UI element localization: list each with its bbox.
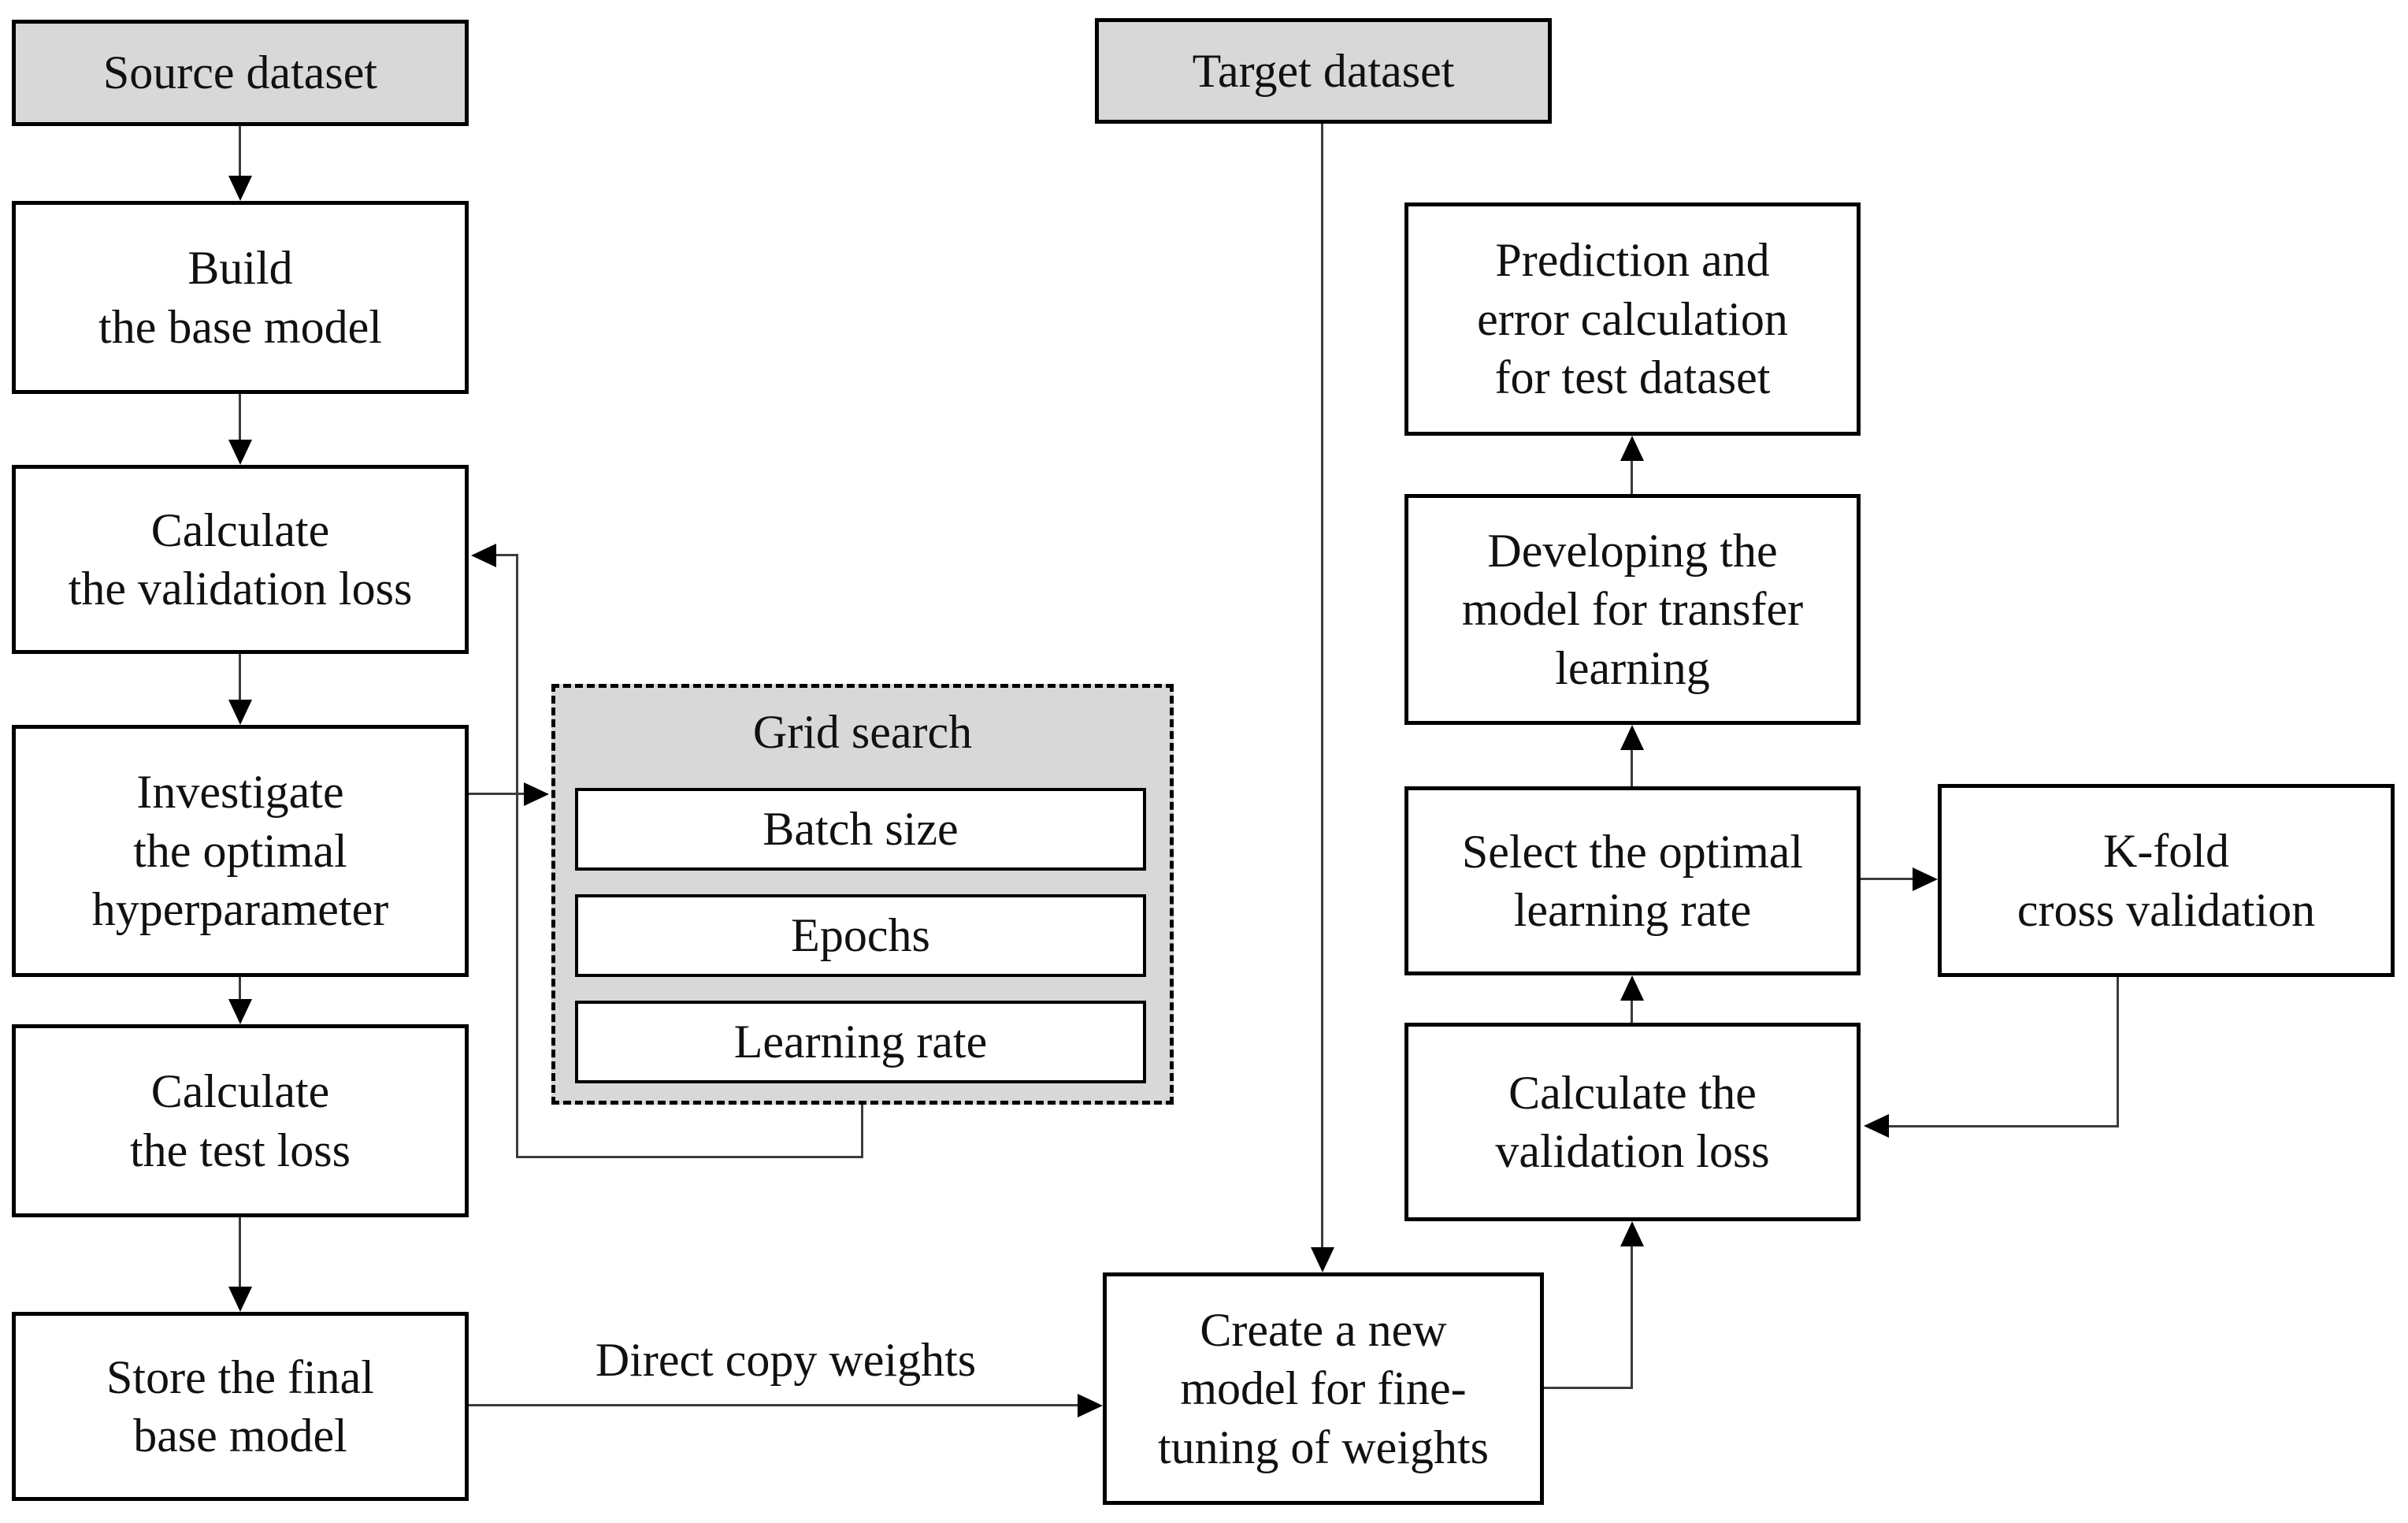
edge-gridsearch-feedback-entry-line <box>495 554 518 556</box>
edge-calctest-to-store-arrowhead <box>228 1287 252 1312</box>
edge-create-to-calcval2-arrowhead <box>1620 1221 1644 1246</box>
edge-select-to-developing-arrowhead <box>1620 725 1644 750</box>
edge-label-direct-copy-weights: Direct copy weights <box>595 1334 977 1386</box>
edge-gridsearch-feedback-drop-line <box>861 1105 863 1158</box>
node-calc-validation-loss: Calculate the validation loss <box>12 465 469 654</box>
edge-calcval-to-investigate-line <box>239 654 241 703</box>
node-target-dataset: Target dataset <box>1095 18 1552 124</box>
node-build-base-model-label: Build the base model <box>98 242 382 353</box>
edge-target-to-create-arrowhead <box>1311 1247 1334 1272</box>
grid-item-batch-size-label: Batch size <box>762 803 959 856</box>
node-target-dataset-label: Target dataset <box>1192 44 1455 97</box>
edge-investigate-to-calctest-arrowhead <box>228 999 252 1024</box>
edge-calcval2-to-select-arrowhead <box>1620 975 1644 1001</box>
node-calc-test-loss: Calculate the test loss <box>12 1024 469 1217</box>
edge-create-to-calcval2-h-line <box>1544 1387 1632 1389</box>
node-kfold-cross-validation-label: K-fold cross validation <box>2017 825 2316 936</box>
grid-item-learning-rate-label: Learning rate <box>733 1016 988 1068</box>
node-prediction-error: Prediction and error calculation for tes… <box>1404 202 1861 436</box>
node-source-dataset-label: Source dataset <box>102 46 378 99</box>
node-investigate-hyperparameter: Investigate the optimal hyperparameter <box>12 725 469 977</box>
node-select-optimal-lr: Select the optimal learning rate <box>1404 786 1861 975</box>
edge-kfold-feedback-arrowhead <box>1864 1114 1889 1138</box>
edge-target-to-create-line <box>1321 124 1323 1249</box>
edge-investigate-to-gridsearch-arrowhead <box>524 782 549 806</box>
edge-store-to-create-line <box>469 1404 1078 1406</box>
panel-grid-search-title: Grid search <box>752 706 973 758</box>
node-prediction-error-label: Prediction and error calculation for tes… <box>1477 234 1788 404</box>
grid-item-epochs-label: Epochs <box>791 909 930 962</box>
edge-create-to-calcval2-v-line <box>1631 1243 1633 1389</box>
edge-calcval-to-investigate-arrowhead <box>228 700 252 725</box>
node-developing-transfer-model: Developing the model for transfer learni… <box>1404 494 1861 725</box>
edge-calctest-to-store-line <box>239 1217 241 1290</box>
node-calc-validation-loss-target-label: Calculate the validation loss <box>1495 1066 1770 1177</box>
edge-gridsearch-feedback-arrowhead <box>471 544 496 567</box>
grid-item-learning-rate: Learning rate <box>575 1001 1146 1083</box>
edge-select-to-developing-line <box>1631 748 1633 786</box>
edge-investigate-to-calctest-line <box>239 977 241 1002</box>
grid-item-batch-size: Batch size <box>575 788 1146 871</box>
grid-item-epochs: Epochs <box>575 894 1146 977</box>
edge-build-to-calcval-arrowhead <box>228 440 252 465</box>
edge-gridsearch-feedback-bottom-line <box>516 1156 863 1158</box>
edge-source-to-build-arrowhead <box>228 176 252 201</box>
node-create-new-model: Create a new model for fine- tuning of w… <box>1103 1272 1544 1505</box>
node-calc-validation-loss-target: Calculate the validation loss <box>1404 1023 1861 1221</box>
edge-developing-to-prediction-arrowhead <box>1620 436 1644 461</box>
edge-investigate-to-gridsearch-line <box>469 793 527 795</box>
edge-source-to-build-line <box>239 126 241 179</box>
node-investigate-hyperparameter-label: Investigate the optimal hyperparameter <box>91 766 389 936</box>
node-select-optimal-lr-label: Select the optimal learning rate <box>1461 825 1804 936</box>
node-calc-test-loss-label: Calculate the test loss <box>130 1065 351 1176</box>
node-store-final-base-model: Store the final base model <box>12 1312 469 1501</box>
node-kfold-cross-validation: K-fold cross validation <box>1938 784 2395 977</box>
edge-calcval2-to-select-line <box>1631 997 1633 1023</box>
node-store-final-base-model-label: Store the final base model <box>106 1350 374 1462</box>
edge-build-to-calcval-line <box>239 394 241 443</box>
node-calc-validation-loss-label: Calculate the validation loss <box>68 503 413 615</box>
node-create-new-model-label: Create a new model for fine- tuning of w… <box>1158 1303 1489 1473</box>
node-build-base-model: Build the base model <box>12 201 469 394</box>
edge-select-to-kfold-line <box>1861 878 1914 880</box>
edge-store-to-create-arrowhead <box>1078 1394 1103 1417</box>
edge-developing-to-prediction-line <box>1631 458 1633 494</box>
edge-select-to-kfold-arrowhead <box>1913 867 1938 891</box>
edge-kfold-feedback-h-line <box>1887 1125 2119 1127</box>
edge-gridsearch-feedback-rise-line <box>516 554 518 1158</box>
edge-kfold-feedback-drop-line <box>2117 977 2119 1127</box>
node-source-dataset: Source dataset <box>12 20 469 126</box>
node-developing-transfer-model-label: Developing the model for transfer learni… <box>1461 524 1804 694</box>
